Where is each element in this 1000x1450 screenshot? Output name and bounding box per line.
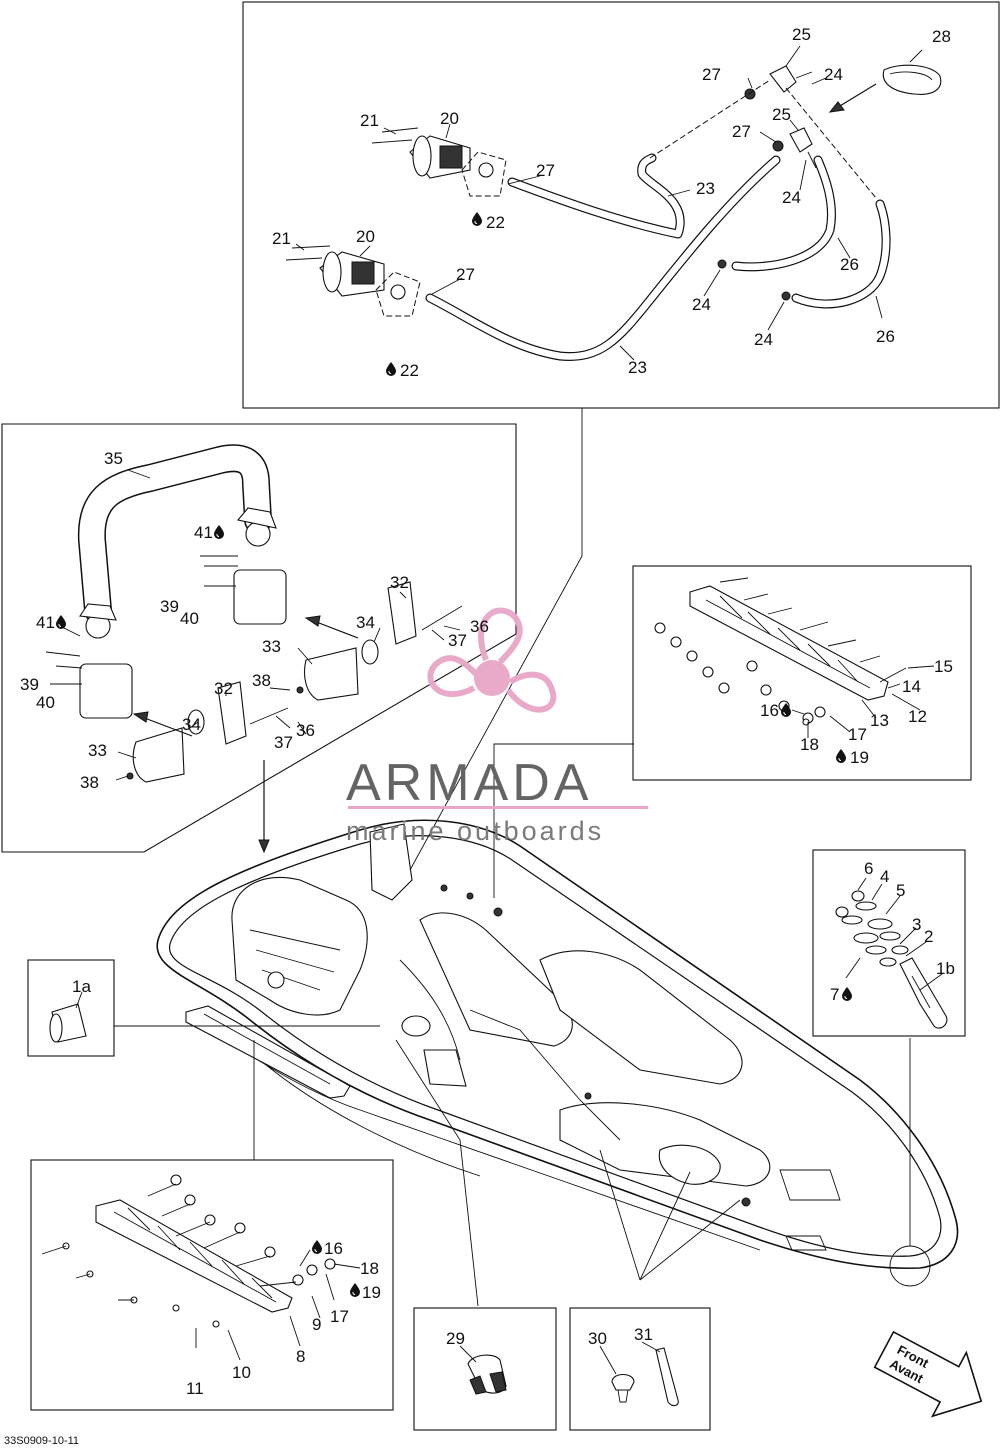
callout-27: 27 [456, 265, 475, 284]
callout-36: 36 [470, 617, 489, 636]
callout-34: 34 [356, 613, 375, 632]
callout-labels: 25 28 27 24 25 27 21 20 27 23 24 22 21 2… [20, 25, 955, 1398]
callout-1b: 1b [936, 959, 955, 978]
callout-37: 37 [274, 733, 293, 752]
pump-lower [319, 251, 421, 317]
callout-17: 17 [848, 725, 867, 744]
callout-27: 27 [536, 161, 555, 180]
callout-32: 32 [214, 679, 233, 698]
callout-21: 21 [360, 111, 379, 130]
callout-26: 26 [840, 255, 859, 274]
part-1a-box [27, 959, 115, 1057]
callout-26: 26 [876, 327, 895, 346]
hull [156, 819, 959, 1287]
step-fasteners-left [62, 1174, 336, 1328]
callout-21: 21 [272, 229, 291, 248]
callout-35: 35 [104, 449, 123, 468]
callout-34: 34 [182, 715, 201, 734]
callout-24: 24 [824, 65, 843, 84]
callout-23: 23 [628, 358, 647, 377]
callout-27: 27 [702, 65, 721, 84]
front-direction-arrow: Front Avant [873, 1330, 983, 1418]
callout-8: 8 [296, 1347, 305, 1366]
handle-panel-frame [1, 423, 517, 853]
watermark-brand: ARMADA [346, 754, 592, 812]
part-30-31-box [569, 1307, 711, 1431]
propeller-logo [427, 607, 557, 713]
ubolt-box [812, 849, 966, 1037]
hose-panel-frame [242, 1, 1000, 409]
callout-13: 13 [870, 711, 889, 730]
callout-9: 9 [312, 1315, 321, 1334]
left-step-panel [30, 1159, 394, 1411]
callout-10: 10 [232, 1363, 251, 1382]
callout-20: 20 [356, 227, 375, 246]
callout-3: 3 [912, 915, 921, 934]
callout-38: 38 [80, 773, 99, 792]
callout-30: 30 [588, 1329, 607, 1348]
callout-40: 40 [36, 693, 55, 712]
callout-38: 38 [252, 671, 271, 690]
callout-25: 25 [792, 25, 811, 44]
callout-37: 37 [448, 631, 467, 650]
callout-40: 40 [180, 609, 199, 628]
right-step-frame [632, 565, 972, 781]
callout-36: 36 [296, 721, 315, 740]
callout-19: 19 [850, 748, 869, 767]
watermark-tagline: marine outboards [346, 816, 604, 846]
callout-20: 20 [440, 109, 459, 128]
pump-upper [409, 135, 507, 197]
right-step-panel [632, 565, 972, 781]
callout-1a: 1a [72, 977, 91, 996]
callout-5: 5 [896, 881, 905, 900]
callout-41: 41 [36, 613, 55, 632]
connector-lines [114, 408, 911, 1307]
callout-18: 18 [800, 735, 819, 754]
callout-29: 29 [446, 1329, 465, 1348]
watermark: ARMADA marine outboards [346, 607, 648, 846]
step-fasteners-right [654, 622, 826, 726]
callout-11: 11 [186, 1379, 204, 1398]
callout-14: 14 [902, 677, 921, 696]
callout-15: 15 [934, 657, 953, 676]
callout-6: 6 [864, 859, 873, 878]
handle-panel [1, 423, 517, 854]
callout-33: 33 [262, 637, 281, 656]
callout-33: 33 [88, 741, 107, 760]
drawing-code: 33S0909-10-11 [4, 1435, 79, 1447]
callout-12: 12 [908, 707, 927, 726]
callout-23: 23 [696, 179, 715, 198]
callout-25: 25 [772, 105, 791, 124]
callout-22: 22 [400, 361, 419, 380]
callout-39: 39 [160, 597, 179, 616]
callout-2: 2 [924, 927, 933, 946]
callout-27: 27 [732, 122, 751, 141]
callout-24: 24 [782, 188, 801, 207]
callout-7: 7 [830, 985, 839, 1004]
callout-18: 18 [360, 1259, 379, 1278]
callout-28: 28 [932, 27, 951, 46]
callout-24: 24 [754, 330, 773, 349]
part-29-box [413, 1307, 557, 1431]
callout-16: 16 [324, 1239, 343, 1258]
callout-19: 19 [362, 1283, 381, 1302]
callout-41: 41 [194, 523, 213, 542]
callout-22: 22 [486, 213, 505, 232]
hose-panel [242, 1, 1000, 409]
callout-17: 17 [330, 1307, 349, 1326]
callout-24: 24 [692, 295, 711, 314]
callout-4: 4 [880, 867, 889, 886]
callout-16: 16 [760, 701, 779, 720]
callout-39: 39 [20, 675, 39, 694]
callout-32: 32 [390, 573, 409, 592]
callout-31: 31 [634, 1325, 653, 1344]
